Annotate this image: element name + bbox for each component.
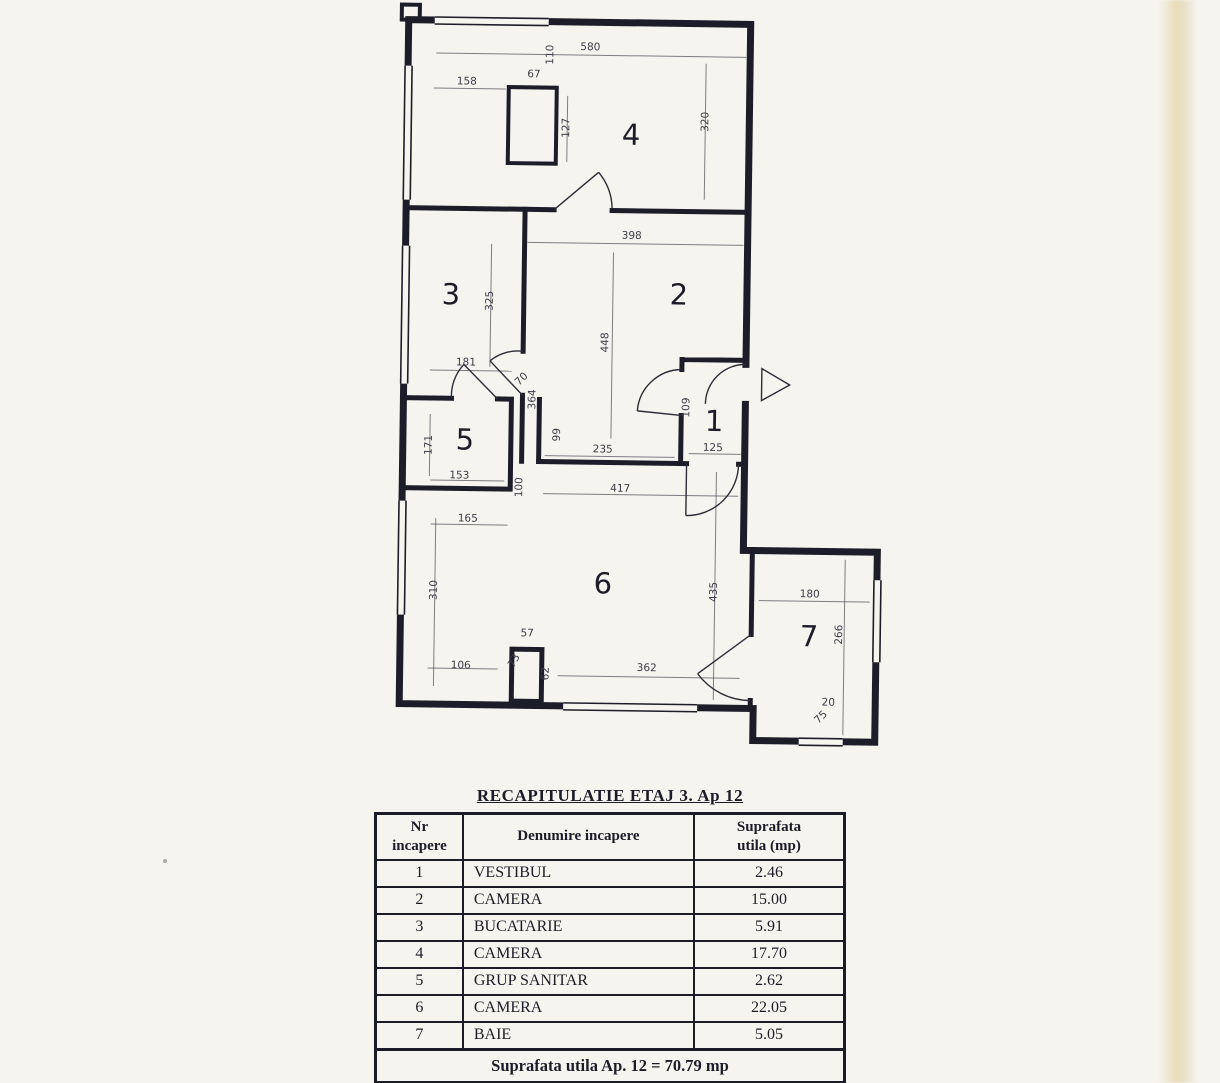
dimension-label: 125 bbox=[703, 442, 723, 454]
dimension-label: 320 bbox=[699, 112, 711, 132]
cell-area: 17.70 bbox=[693, 939, 846, 969]
table-title: RECAPITULATIE ETAJ 3. Ap 12 bbox=[476, 786, 744, 805]
dimension-label: 57 bbox=[520, 627, 534, 639]
cell-nr: 2 bbox=[374, 885, 464, 915]
dimension-label: 417 bbox=[610, 483, 630, 495]
cell-nr: 5 bbox=[374, 966, 464, 996]
dimension-label: 158 bbox=[457, 75, 477, 87]
dimension-label: 62 bbox=[540, 667, 552, 681]
recap-table-block: RECAPITULATIE ETAJ 3. Ap 12 Nr incapere … bbox=[374, 786, 846, 1083]
dimension-label: 73 bbox=[506, 652, 523, 670]
cell-name: BAIE bbox=[461, 1020, 696, 1050]
dimension-label: 110 bbox=[544, 45, 556, 65]
dimension-label: 266 bbox=[833, 624, 845, 645]
dimension-label: 171 bbox=[423, 435, 435, 455]
header-nr-line1: Nr bbox=[410, 819, 429, 835]
cell-name: VESTIBUL bbox=[461, 858, 696, 888]
cell-area: 5.05 bbox=[693, 1020, 846, 1050]
cell-area: 2.46 bbox=[693, 858, 846, 888]
dimension-label: 364 bbox=[526, 389, 538, 410]
dimension-label: 70 bbox=[513, 370, 531, 388]
dimension-label: 75 bbox=[812, 708, 830, 726]
dimension-label: 153 bbox=[449, 469, 469, 481]
cell-area: 2.62 bbox=[693, 966, 846, 996]
header-suprafata-line2: utila (mp) bbox=[737, 837, 801, 854]
cell-area: 15.00 bbox=[693, 885, 846, 915]
floor-plan: 5801106715812732039832544818170364991092… bbox=[393, 2, 884, 749]
dimension-label: 181 bbox=[456, 356, 476, 368]
dimension-label: 362 bbox=[637, 662, 657, 674]
cell-name: CAMERA bbox=[461, 993, 696, 1023]
dimension-label: 235 bbox=[593, 443, 613, 455]
dimension-label: 20 bbox=[821, 696, 835, 708]
cell-nr: 3 bbox=[374, 912, 464, 942]
entry-arrow-icon bbox=[760, 367, 792, 402]
dimension-label: 127 bbox=[560, 118, 572, 138]
room-number: 4 bbox=[622, 118, 641, 152]
room-number: 1 bbox=[705, 404, 724, 438]
room-number: 6 bbox=[593, 566, 612, 600]
room-number: 7 bbox=[800, 619, 819, 653]
cell-nr: 4 bbox=[374, 939, 464, 969]
dimension-label: 325 bbox=[484, 291, 496, 311]
chimney-notch bbox=[399, 2, 422, 22]
total-utila: Suprafata utila Ap. 12 = 70.79 mp bbox=[374, 1047, 846, 1083]
dimension-label: 100 bbox=[513, 477, 525, 497]
cell-nr: 6 bbox=[374, 993, 464, 1023]
dimension-label: 448 bbox=[599, 332, 611, 352]
flue-box bbox=[505, 85, 559, 166]
room-numbers: 4 3 2 1 5 6 7 bbox=[441, 118, 819, 654]
room-number: 2 bbox=[669, 277, 688, 311]
dimension-label: 310 bbox=[428, 580, 440, 600]
cell-name: CAMERA bbox=[461, 885, 696, 915]
room-number: 3 bbox=[441, 277, 460, 311]
dimension-label: 580 bbox=[580, 41, 600, 53]
header-row: Nr incapere Denumire incapere Suprafata … bbox=[374, 812, 846, 861]
header-suprafata-line1: Suprafata bbox=[736, 819, 802, 835]
total-utila-row: Suprafata utila Ap. 12 = 70.79 mp bbox=[374, 1047, 846, 1083]
scan-artifact-streak bbox=[1158, 0, 1198, 1083]
room-number: 5 bbox=[455, 422, 474, 456]
header-denumire: Denumire incapere bbox=[461, 812, 696, 861]
dimension-lines bbox=[427, 52, 873, 736]
dimension-label: 180 bbox=[800, 588, 820, 600]
cell-nr: 7 bbox=[374, 1020, 464, 1050]
door-symbols bbox=[450, 171, 792, 702]
dimension-label: 106 bbox=[451, 659, 472, 671]
cell-name: GRUP SANITAR bbox=[461, 966, 696, 996]
pillar bbox=[508, 646, 545, 705]
dimension-label: 165 bbox=[458, 512, 478, 524]
dimension-label: 398 bbox=[622, 230, 642, 242]
dimension-label: 99 bbox=[551, 428, 563, 442]
cell-nr: 1 bbox=[374, 858, 464, 888]
interior-walls bbox=[399, 85, 755, 712]
header-nr-line2: incapere bbox=[392, 837, 447, 854]
header-nr: Nr incapere bbox=[374, 812, 464, 861]
cell-name: BUCATARIE bbox=[461, 912, 696, 942]
cell-name: CAMERA bbox=[461, 939, 696, 969]
cell-area: 22.05 bbox=[693, 993, 846, 1023]
windows bbox=[393, 13, 884, 749]
header-suprafata: Suprafata utila (mp) bbox=[693, 812, 846, 861]
recap-table: Nr incapere Denumire incapere Suprafata … bbox=[374, 812, 846, 1083]
dimension-label: 435 bbox=[708, 582, 720, 602]
scan-speck bbox=[163, 859, 167, 863]
dimension-label: 67 bbox=[527, 68, 541, 80]
cell-area: 5.91 bbox=[693, 912, 846, 942]
dimension-label: 109 bbox=[680, 397, 692, 417]
